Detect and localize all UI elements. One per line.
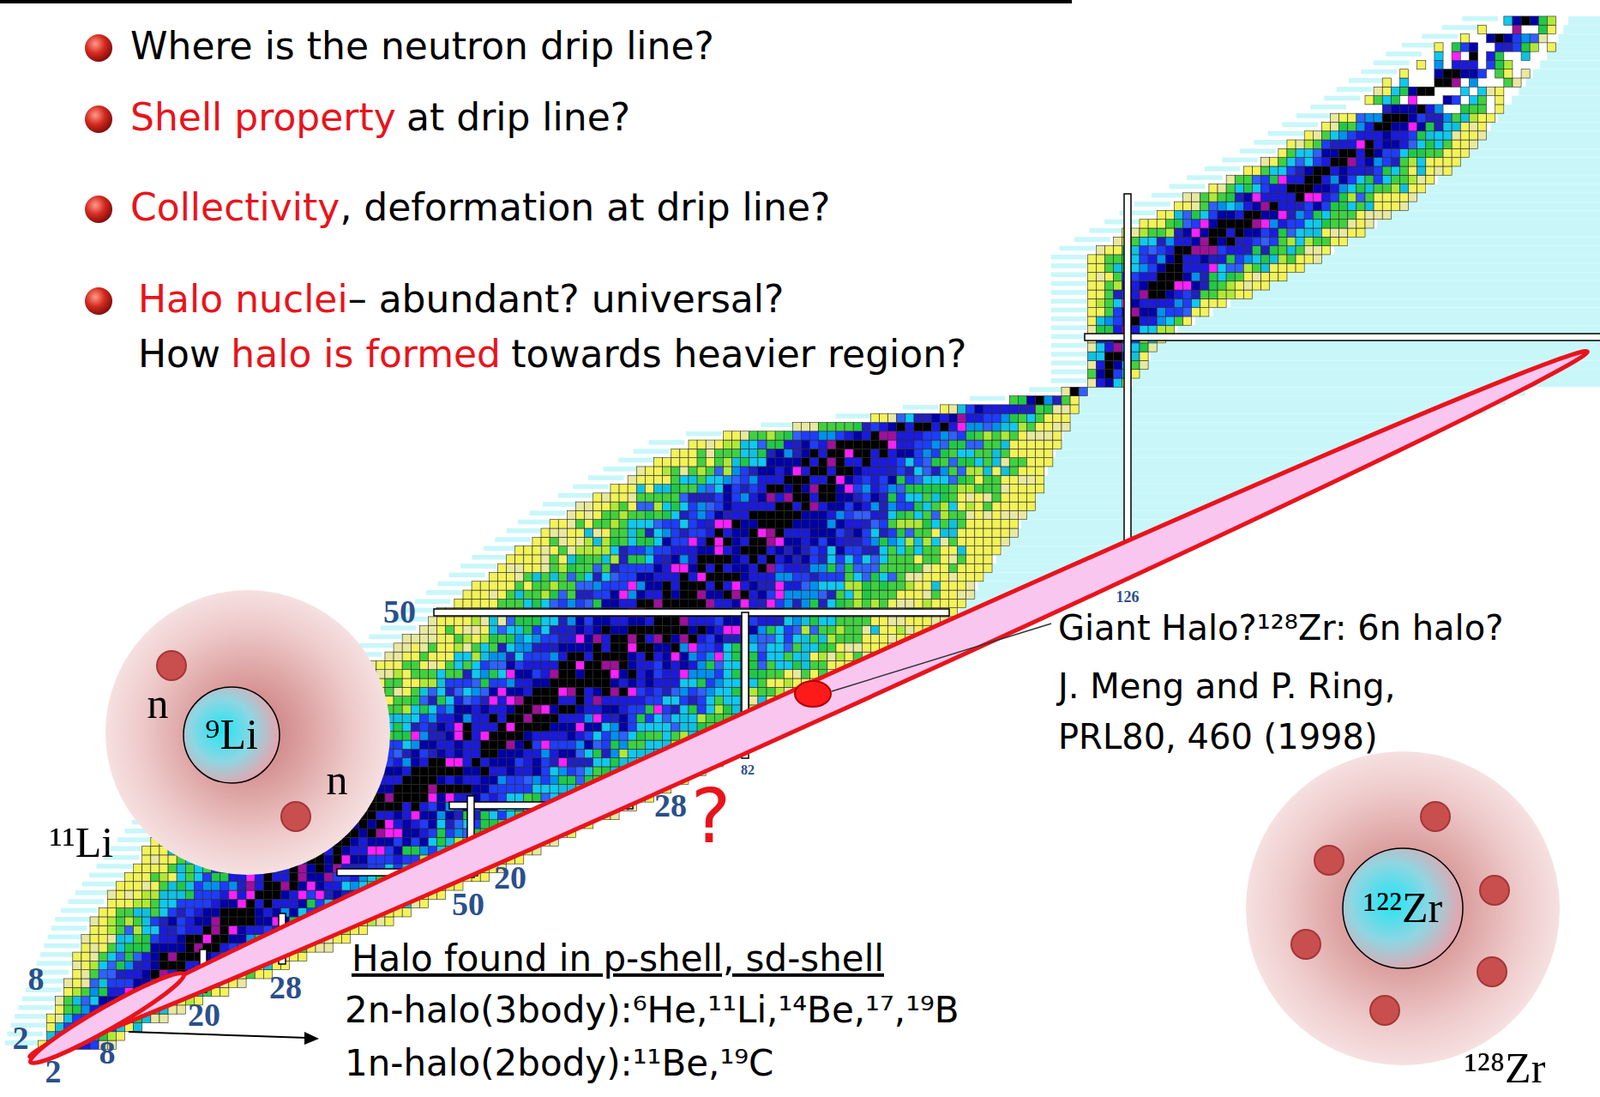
slide: {"diagram": { "nodes": [ {"text": ["n", …	[0, 0, 1600, 1097]
